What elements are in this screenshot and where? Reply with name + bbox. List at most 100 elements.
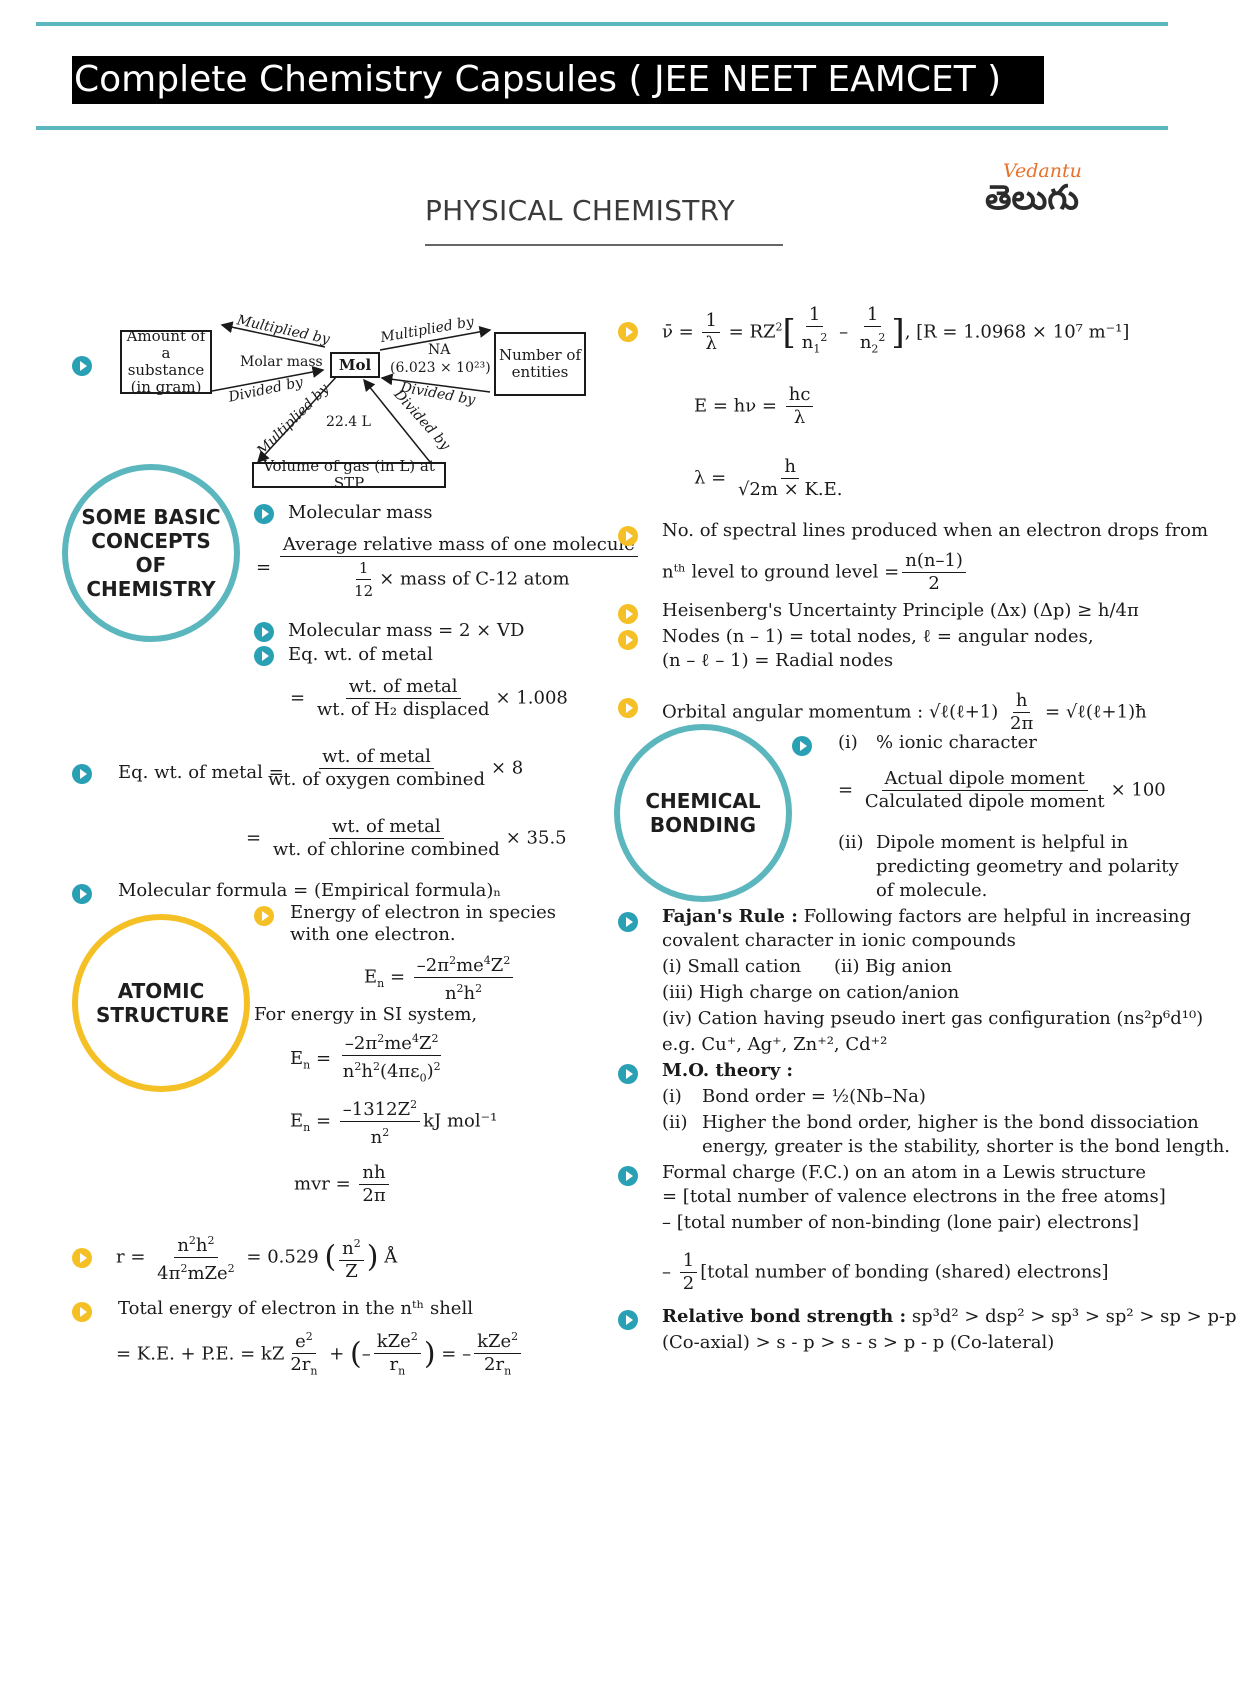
circle-bonding-label: CHEMICAL BONDING [645,789,761,837]
bullet-icon [254,504,274,524]
orbital-label: Orbital angular momentum : [662,701,924,723]
spectral-lines-text-2: nᵗʰ level to ground level = [662,561,900,583]
fajan-item-a: (i) Small cation [662,956,802,977]
mo-i-num: (i) [662,1086,682,1107]
circle-atomic-label: ATOMIC STRUCTURE [96,979,230,1027]
h2-denominator: wt. of H₂ displaced [316,699,490,720]
bullet-icon [254,906,274,926]
dipole-text-1: Dipole moment is helpful in [876,832,1129,853]
oxy-numerator: wt. of metal [319,746,434,769]
dipole-text-2: predicting geometry and polarity [876,856,1179,877]
fajan-item-d: (iv) Cation having pseudo inert gas conf… [662,1008,1204,1029]
mo-theory-heading: M.O. theory : [662,1060,794,1081]
fajan-text-2: covalent character in ionic compounds [662,930,1016,951]
x100-text: × 100 [1110,779,1166,801]
h2-numerator: wt. of metal [345,676,461,699]
si-energy-text: For energy in SI system, [254,1004,478,1025]
bullet-icon [618,912,638,932]
molecular-formula-text: Molecular formula = (Empirical formula)ₙ [118,880,502,901]
circle-basic-concepts: SOME BASIC CONCEPTS OF CHEMISTRY [62,464,240,642]
heisenberg-text: Heisenberg's Uncertainty Principle (Δx) … [662,600,1139,621]
circle-chemical-bonding: CHEMICAL BONDING [614,724,792,902]
header-rule [36,126,1168,130]
x1008-text: × 1.008 [495,687,568,709]
box-volume: Volume of gas (in L) at STP [252,458,446,492]
bond-strength-line: Relative bond strength : sp³d² > dsp² > … [662,1306,1237,1328]
chl-numerator: wt. of metal [328,816,444,839]
frac-one: 1 [355,557,372,580]
section-title: PHYSICAL CHEMISTRY [425,194,736,227]
bullet-icon [254,646,274,666]
bullet-icon [72,764,92,784]
box-mol: Mol [330,352,380,378]
bullet-icon [72,1248,92,1268]
mo-i-text: Bond order = ½(Nb–Na) [702,1086,926,1107]
title-banner: Complete Chemistry Capsules ( JEE NEET E… [72,56,1044,104]
logo-script: తెలుగు [985,178,1079,218]
formal-charge-text-1: Formal charge (F.C.) on an atom in a Lew… [662,1162,1147,1183]
bullet-icon [72,356,92,376]
label-22-4-l: 22.4 L [326,414,371,430]
energy-one-electron-text: Energy of electron in species with one e… [290,902,556,945]
mass-c12-text: × mass of C-12 atom [379,568,570,590]
bullet-icon [618,322,638,342]
mo-ii-text-a: Higher the bond order, higher is the bon… [702,1112,1199,1133]
fajan-item-e: e.g. Cu⁺, Ag⁺, Zn⁺², Cd⁺² [662,1034,888,1055]
bullet-icon [618,526,638,546]
bullet-icon [792,736,812,756]
mo-ii-text-b: energy, greater is the stability, shorte… [702,1136,1231,1157]
chl-denominator: wt. of chlorine combined [272,839,500,860]
bond-strength-text-2: (Co-axial) > s - p > s - s > p - p (Co-l… [662,1332,1055,1353]
molecular-mass-label: Molecular mass [288,502,433,523]
formal-charge-text-2: = [total number of valence electrons in … [662,1186,1166,1207]
bullet-icon [618,1310,638,1330]
total-energy-text: Total energy of electron in the nᵗʰ shel… [118,1298,473,1319]
radial-nodes-text: (n – ℓ – 1) = Radial nodes [662,650,894,671]
x355-text: × 35.5 [505,827,567,849]
dipole-num: (ii) [838,832,864,853]
oxy-denominator: wt. of oxygen combined [268,769,485,790]
nodes-text: Nodes (n – 1) = total nodes, ℓ = angular… [662,626,1094,647]
bullet-icon [72,1302,92,1322]
x8-text: × 8 [490,757,524,779]
ionic-num: (i) [838,732,858,753]
label-na: NA [428,342,451,358]
mole-diagram-arrows [211,321,492,464]
eqwt-label: Eq. wt. of metal [288,644,433,665]
box-amount: Amount of a substance (in gram) [120,328,212,396]
bullet-icon [254,622,274,642]
eqwt-oxygen-label: Eq. wt. of metal = [118,762,284,783]
formal-charge-text-4: [total number of bonding (shared) electr… [700,1261,1109,1283]
spectral-lines-formula: nᵗʰ level to ground level =n(n–1)2 [662,550,969,595]
logo-brand: Vedantu [1003,160,1082,182]
ionic-character-text: % ionic character [876,732,1037,753]
kj-text: kJ mol⁻¹ [423,1110,498,1132]
calc-dipole: Calculated dipole moment [864,791,1105,812]
bond-strength-heading: Relative bond strength : [662,1306,907,1327]
bullet-icon [618,1064,638,1084]
mo-ii-num: (ii) [662,1112,688,1133]
box-number: Number of entities [494,332,586,396]
section-underline [425,244,783,246]
page-title: Complete Chemistry Capsules ( JEE NEET E… [74,59,1002,100]
avg-mass-numerator: Average relative mass of one molecule [279,534,638,557]
bullet-icon [618,698,638,718]
spectral-lines-text: No. of spectral lines produced when an e… [662,520,1209,541]
bond-strength-text-1: sp³d² > dsp² > sp³ > sp² > sp > p-p [911,1306,1237,1327]
fajan-item-b: (ii) Big anion [834,956,953,977]
mm-vd-text: Molecular mass = 2 × VD [288,620,525,641]
label-na-value: (6.023 × 10²³) [390,360,491,376]
bullet-icon [618,1166,638,1186]
rydberg-constant: , [R = 1.0968 × 10⁷ m⁻¹] [904,321,1130,343]
fajan-text-1: Following factors are helpful in increas… [803,906,1191,927]
fajan-heading: Fajan's Rule : [662,906,798,927]
formal-charge-text-3: – [total number of non-binding (lone pai… [662,1212,1139,1233]
bullet-icon [618,630,638,650]
